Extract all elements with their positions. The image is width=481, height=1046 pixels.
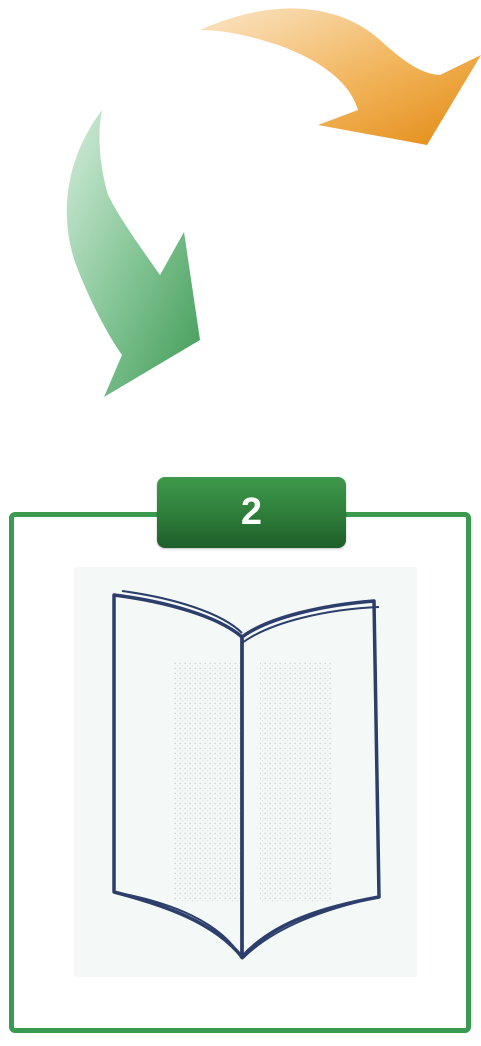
step-number-badge: 2 xyxy=(157,477,346,548)
open-book-icon xyxy=(74,567,417,977)
curved-arrow-right-icon xyxy=(200,8,481,145)
book-image xyxy=(74,567,417,977)
arrows-graphic xyxy=(0,0,481,420)
curved-arrow-down-icon xyxy=(67,110,200,397)
